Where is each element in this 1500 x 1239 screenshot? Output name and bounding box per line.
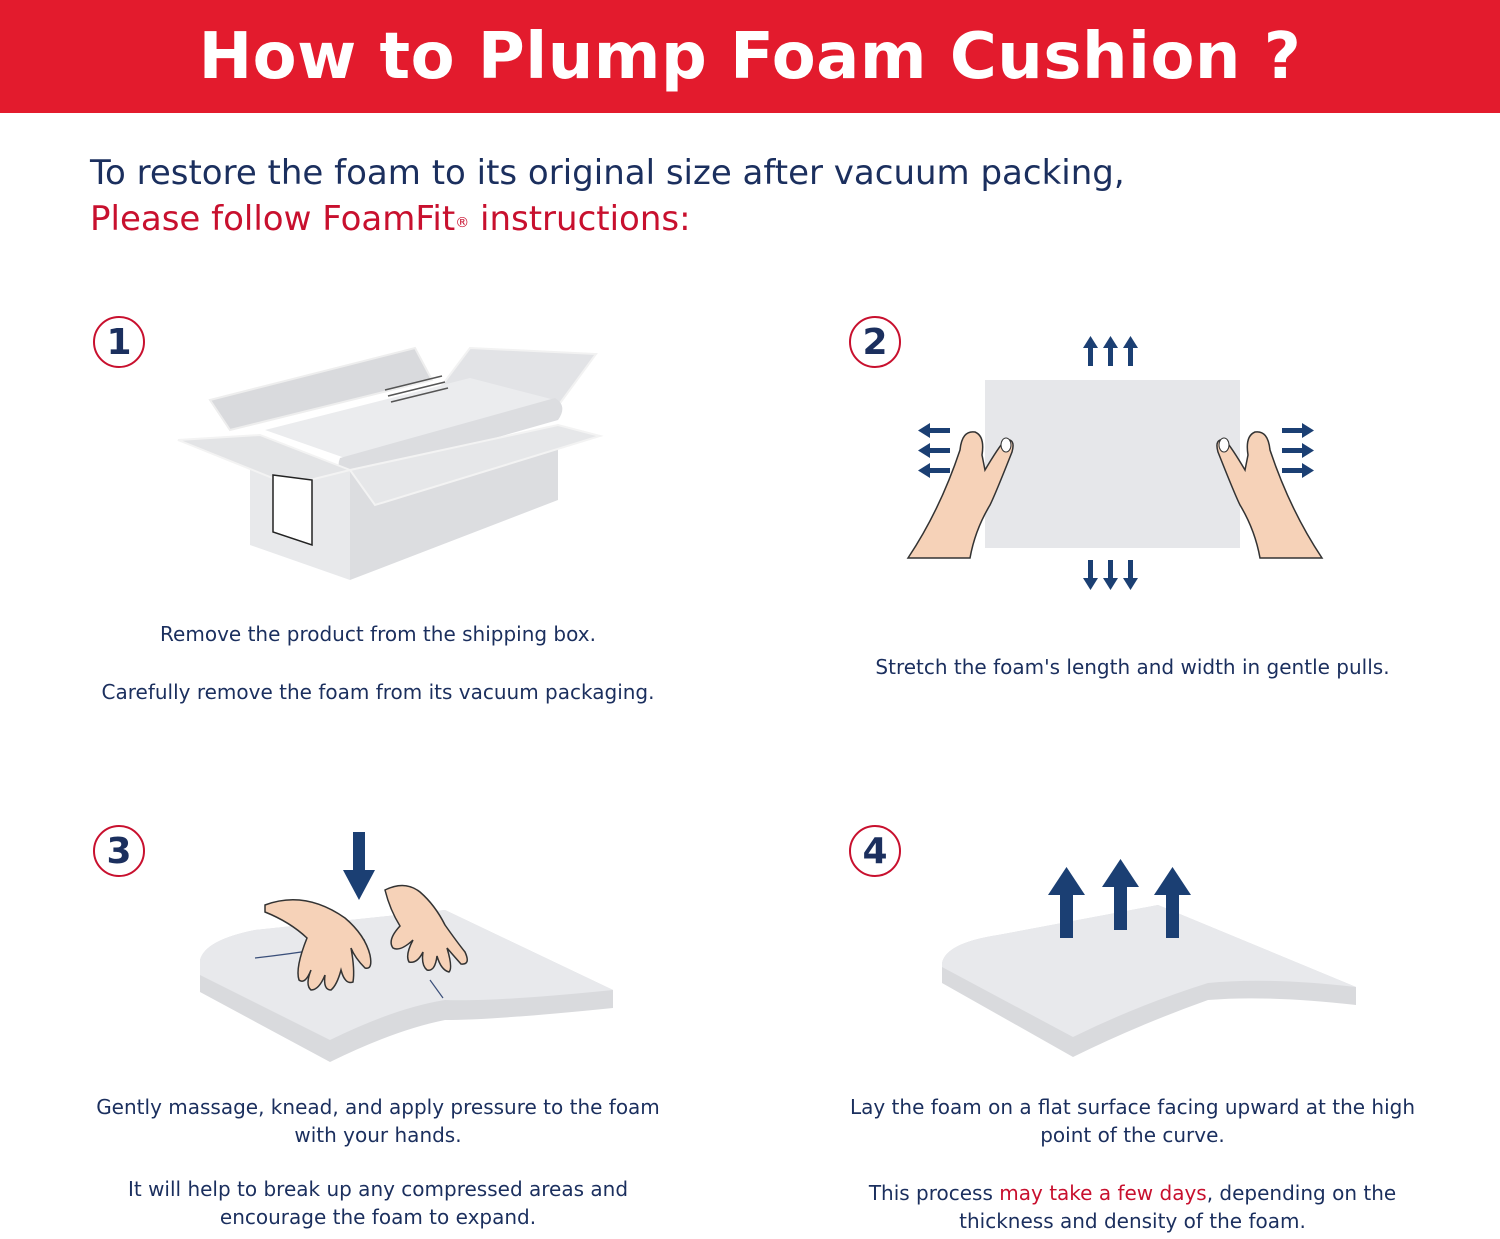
hands-kneading-foam-icon [200,832,613,1062]
step-3-caption: Gently massage, knead, and apply pressur… [90,1093,666,1231]
step-3-text-1: Gently massage, knead, and apply pressur… [96,1095,660,1147]
registered-mark: ® [455,215,470,231]
step-2-text-1: Stretch the foam's length and width in g… [875,655,1390,679]
step-4-text-2-end: , depending on the thickness and density… [959,1181,1397,1233]
step-4-text-2-start: This process [868,1181,1000,1205]
intro: To restore the foam to its original size… [90,150,1125,242]
step-4-text-1: Lay the foam on a flat surface facing up… [849,1095,1416,1147]
step-3-number: 3 [93,825,145,877]
step-2-caption: Stretch the foam's length and width in g… [845,653,1420,681]
open-shipping-box-icon [177,346,604,580]
step-4-highlight: may take a few days [999,1181,1207,1205]
step-1-text-2: Carefully remove the foam from its vacuu… [101,680,655,704]
intro-line-2: Please follow FoamFit® instructions: [90,196,1125,242]
step-3-text-2: It will help to break up any compressed … [127,1177,629,1229]
intro-line-1: To restore the foam to its original size… [90,153,1125,193]
step-1-number: 1 [93,316,145,368]
step-1-caption: Remove the product from the shipping box… [90,620,666,706]
step-4-number: 4 [849,825,901,877]
header-banner: How to Plump Foam Cushion ? [0,0,1500,113]
step-4-text-2: This process may take a few days, depend… [835,1179,1430,1235]
hands-stretching-foam-icon [906,336,1324,590]
step-2-number: 2 [849,316,901,368]
step-4-caption: Lay the foam on a flat surface facing up… [835,1093,1430,1235]
intro-line-2-text: Please follow FoamFit [90,199,456,239]
intro-line-2-end: instructions: [469,199,691,239]
step-1-text-1: Remove the product from the shipping box… [160,622,596,646]
page-title: How to Plump Foam Cushion ? [198,19,1302,94]
foam-rising-icon [942,859,1356,1057]
